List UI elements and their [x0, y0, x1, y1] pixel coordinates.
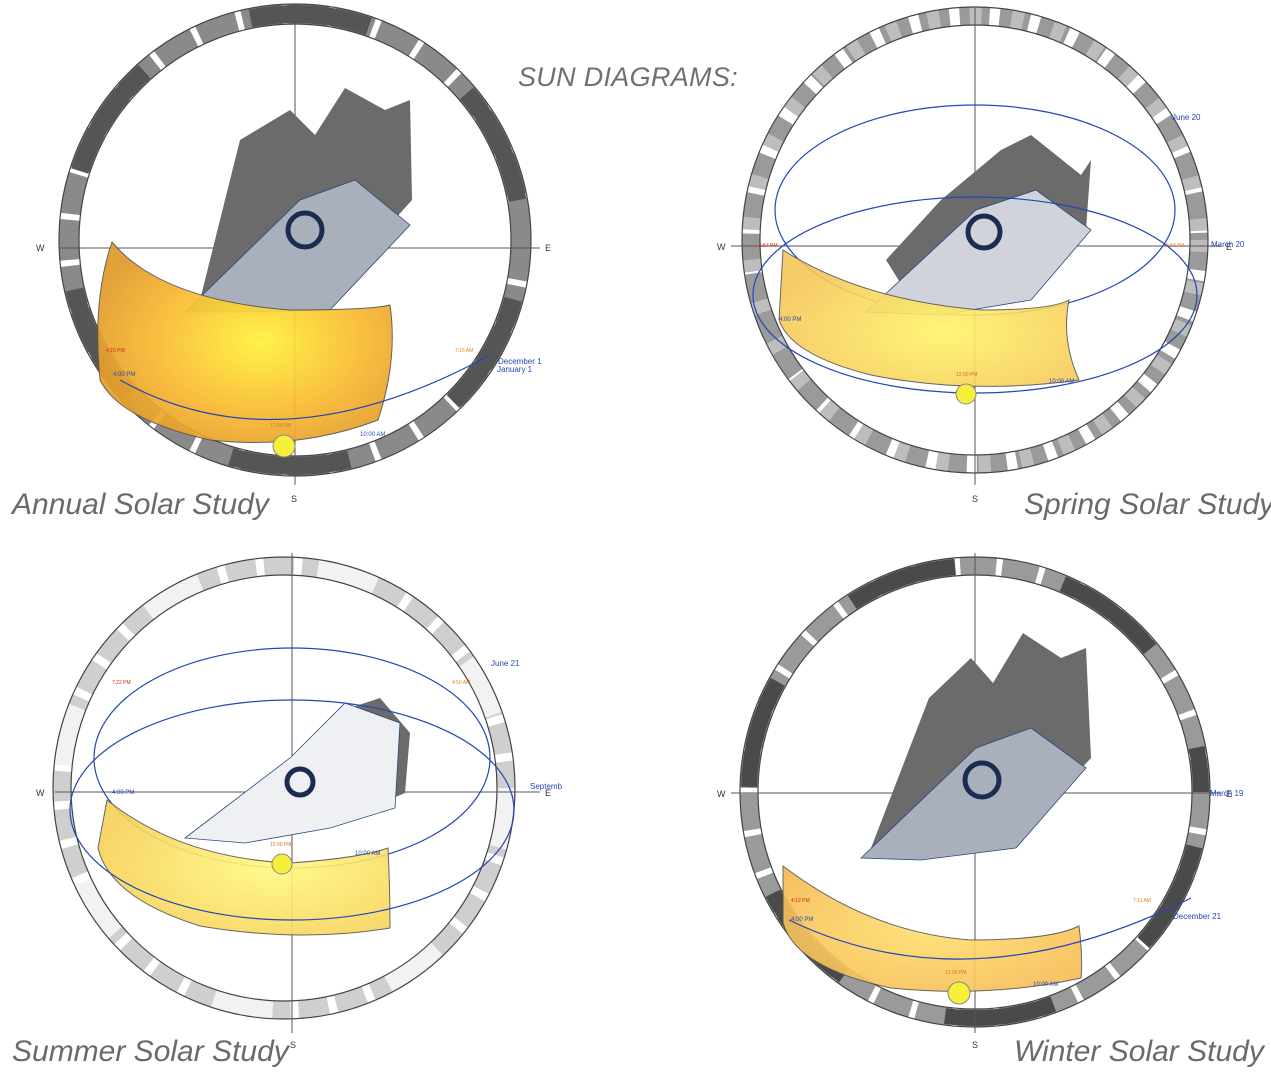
compass-south: S — [290, 1040, 296, 1050]
compass-south: S — [972, 494, 978, 504]
noon-label: 12:00 PM — [270, 423, 291, 429]
afternoon-label: 4:00 PM — [779, 317, 801, 323]
sun-marker — [271, 853, 293, 875]
sunrise-label: 4:50 AM — [452, 680, 470, 686]
date-label-1: December 1 — [498, 357, 542, 366]
morning-label: 10:00 AM — [355, 851, 380, 857]
sun-marker — [955, 383, 977, 405]
noon-label: 12:00 PM — [956, 372, 977, 378]
sun-path-band — [778, 249, 1080, 387]
sun-path-band — [97, 799, 391, 936]
summer-caption: Summer Solar Study — [12, 1035, 289, 1068]
date-label-1: December 21 — [1173, 912, 1222, 921]
annual-sun-diagram: W E S 4:15 PM 4:00 PM 12:00 PM 10:00 AM … — [36, 3, 551, 504]
compass-east: E — [1226, 789, 1232, 799]
compass-west: W — [36, 243, 45, 253]
spring-caption: Spring Solar Study — [1024, 488, 1271, 521]
sunrise-label: 7:11 AM — [1133, 898, 1151, 904]
date-label-2: January 1 — [497, 365, 533, 374]
sun-path-line — [788, 897, 1192, 960]
winter-sun-diagram: W E S 4:12 PM 4:00 PM 12:00 PM 10:00 AM … — [717, 553, 1244, 1050]
compass-east: E — [545, 243, 551, 253]
page-title: SUN DIAGRAMS: — [518, 62, 738, 92]
afternoon-label: 4:00 PM — [112, 790, 134, 796]
sunset-label: 4:15 PM — [106, 348, 125, 354]
summer-sun-diagram: W E S 7:22 PM 4:00 PM 12:00 PM 10:00 AM … — [36, 553, 563, 1050]
sunset-label: 7:22 PM — [112, 680, 131, 686]
sun-marker — [272, 434, 296, 458]
building-atrium — [965, 213, 1003, 251]
morning-label: 10:00 AM — [1033, 982, 1058, 988]
date-label-1: June 21 — [491, 659, 520, 668]
compass-west: W — [717, 242, 726, 252]
annual-caption: Annual Solar Study — [12, 488, 269, 521]
date-label-1: June 20 — [1172, 113, 1201, 122]
spring-sun-diagram: W E S 5:54 PM 4:00 PM 12:00 PM 10:00 AM … — [717, 6, 1245, 504]
compass-east: E — [1226, 242, 1232, 252]
date-label-2: Septemb — [530, 782, 563, 791]
winter-caption: Winter Solar Study — [1014, 1035, 1264, 1068]
building-atrium — [285, 210, 325, 250]
afternoon-label: 4:00 PM — [113, 372, 135, 378]
noon-label: 12:00 PM — [945, 970, 966, 976]
compass-east: E — [545, 788, 551, 798]
afternoon-label: 4:00 PM — [791, 917, 813, 923]
compass-west: W — [36, 788, 45, 798]
compass-south: S — [291, 494, 297, 504]
date-label-2: March 19 — [1210, 789, 1244, 798]
compass-ring — [52, 556, 516, 1020]
date-label-2: March 20 — [1211, 240, 1245, 249]
morning-label: 10:00 AM — [1049, 379, 1074, 385]
compass-west: W — [717, 789, 726, 799]
sun-path-line — [119, 354, 491, 421]
sunrise-label: 7:15 AM — [455, 348, 473, 354]
sun-path-band — [97, 240, 393, 443]
sunset-label: 5:54 PM — [759, 243, 778, 249]
sun-path-band — [782, 864, 1083, 992]
sunrise-label: 5:53 AM — [1166, 243, 1184, 249]
sun-path-lower — [69, 699, 515, 921]
morning-label: 10:00 AM — [360, 432, 385, 438]
building-atrium — [962, 760, 1002, 800]
noon-label: 12:00 PM — [270, 842, 291, 848]
building-atrium — [284, 766, 316, 798]
sunset-label: 4:12 PM — [791, 898, 810, 904]
compass-south: S — [972, 1040, 978, 1050]
sun-marker — [947, 981, 971, 1005]
